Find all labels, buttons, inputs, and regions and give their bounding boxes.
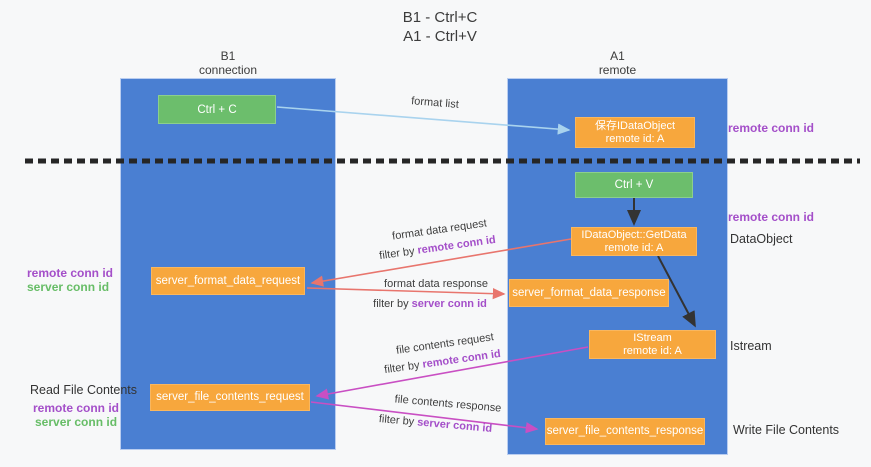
lane-header-a1: A1 remote [507, 49, 728, 77]
left-server-conn-id-2: server conn id [35, 415, 118, 429]
istream-line1: IStream [633, 331, 672, 344]
lane-header-a1-sub: remote [598, 63, 637, 77]
left-remote-conn-id-2: remote conn id [33, 401, 120, 415]
right-remote-conn-id-mid: remote conn id [728, 210, 815, 224]
dataobject-label: DataObject [730, 232, 793, 246]
title-line-2: A1 - Ctrl+V [403, 28, 477, 45]
lane-header-b1-sub: connection [198, 63, 258, 77]
lane-header-b1-name: B1 [220, 49, 236, 63]
save-idataobject-line2: remote id: A [605, 132, 665, 145]
write-file-contents-label: Write File Contents [733, 423, 840, 437]
idataobject-getdata-line2: remote id: A [604, 241, 664, 254]
filter-by-server-2: filter by server conn id [358, 411, 513, 436]
ctrl-v-box: Ctrl + V [575, 172, 693, 198]
diagram-title: B1 - Ctrl+C A1 - Ctrl+V [300, 8, 580, 46]
left-server-conn-id-1: server conn id [27, 280, 110, 294]
filter-by-server-1: filter by server conn id [355, 298, 505, 310]
server-file-contents-request-box: server_file_contents_request [150, 384, 310, 411]
server-format-data-request-box: server_format_data_request [151, 267, 305, 295]
format-list-label: format list [410, 95, 460, 111]
file-contents-response-label: file contents response [394, 393, 502, 415]
ctrl-c-label: Ctrl + C [197, 103, 237, 116]
save-idataobject-box: 保存IDataObject remote id: A [575, 117, 695, 148]
server-format-data-response-box: server_format_data_response [509, 279, 669, 307]
ctrl-v-label: Ctrl + V [614, 179, 654, 191]
istream-line2: remote id: A [623, 344, 682, 357]
server-conn-id-text: server conn id [416, 416, 493, 435]
server-format-data-response-label: server_format_data_response [512, 286, 666, 299]
server-file-contents-response-label: server_file_contents_response [546, 425, 704, 437]
format-data-response-label: format data response [384, 278, 488, 290]
server-file-contents-response-box: server_file_contents_response [545, 418, 705, 445]
filter-by-text: filter by [383, 358, 424, 377]
server-file-contents-request-label: server_file_contents_request [156, 391, 304, 403]
idataobject-getdata-box: IDataObject::GetData remote id: A [571, 227, 697, 256]
istream-box: IStream remote id: A [589, 330, 716, 359]
idataobject-getdata-line1: IDataObject::GetData [581, 228, 687, 241]
filter-by-text: filter by [378, 413, 418, 429]
server-conn-id-text: server conn id [411, 298, 487, 310]
lane-header-a1-name: A1 [610, 49, 625, 63]
right-remote-conn-id-top: remote conn id [728, 121, 815, 135]
filter-by-text: filter by [373, 298, 412, 310]
save-idataobject-line1: 保存IDataObject [594, 119, 676, 132]
ctrl-c-box: Ctrl + C [158, 95, 276, 124]
lane-header-b1: B1 connection [120, 49, 336, 77]
filter-by-text: filter by [378, 244, 419, 263]
left-remote-conn-id-1: remote conn id [27, 266, 114, 280]
istream-side-label: Istream [730, 339, 772, 353]
read-file-contents-label: Read File Contents [30, 383, 138, 397]
server-format-data-request-label: server_format_data_request [155, 274, 301, 287]
title-line-1: B1 - Ctrl+C [402, 9, 478, 26]
